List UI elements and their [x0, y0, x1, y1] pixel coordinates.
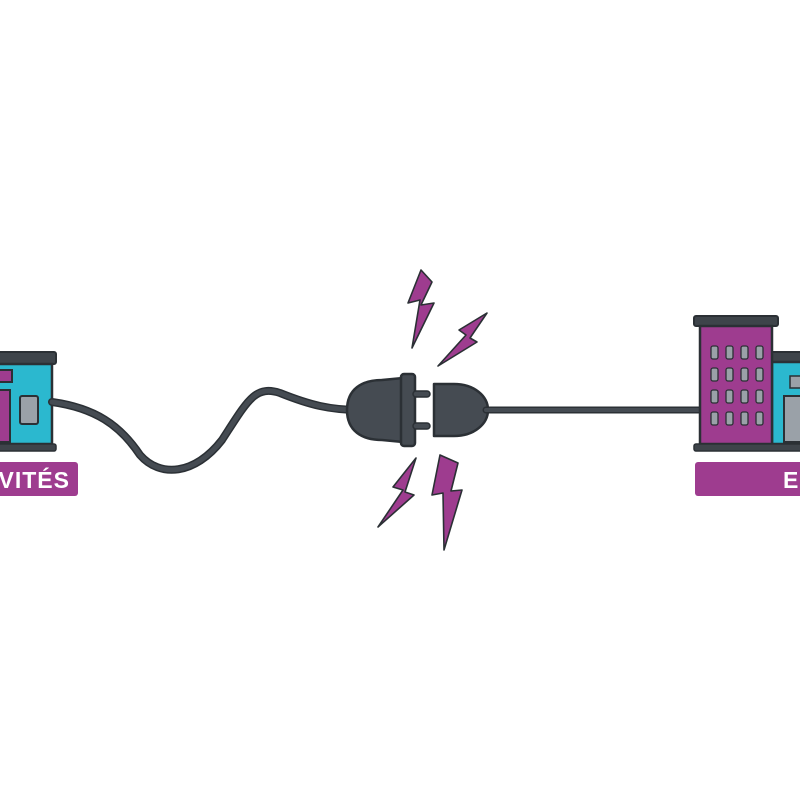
- lightning-icon: [407, 269, 435, 349]
- building-left-icon: [0, 351, 57, 452]
- left-cable: [48, 386, 364, 474]
- left-building-roof: [0, 351, 57, 365]
- left-label-bg: [0, 462, 78, 496]
- right-label: E: [695, 462, 800, 496]
- right-tower-body: [698, 324, 774, 446]
- left-label-text: VITÉS: [0, 466, 70, 493]
- left-building-awning: [0, 369, 13, 383]
- right-tower-windows: [710, 345, 764, 426]
- right-label-text: E: [783, 467, 799, 493]
- lightning-bolts: [377, 269, 488, 551]
- plug-prong-top: [412, 390, 431, 398]
- left-building-base: [0, 443, 57, 452]
- right-annex-window: [789, 375, 800, 389]
- right-annex-roof: [769, 351, 800, 363]
- lightning-icon: [437, 312, 488, 367]
- lightning-icon: [377, 457, 417, 528]
- right-building-base: [693, 443, 800, 452]
- plug-female-icon: [432, 382, 490, 438]
- left-building-door: [0, 389, 11, 443]
- left-label: VITÉS: [0, 462, 78, 496]
- left-building-window: [19, 395, 39, 425]
- plug-prong-bottom: [412, 422, 431, 430]
- plug-male-icon: [345, 372, 431, 448]
- building-right-icon: [693, 315, 800, 452]
- right-annex-door: [783, 395, 800, 443]
- plug-rim: [399, 372, 417, 448]
- right-label-bg: [695, 462, 800, 496]
- right-tower-roof: [693, 315, 779, 327]
- lightning-icon: [431, 454, 463, 551]
